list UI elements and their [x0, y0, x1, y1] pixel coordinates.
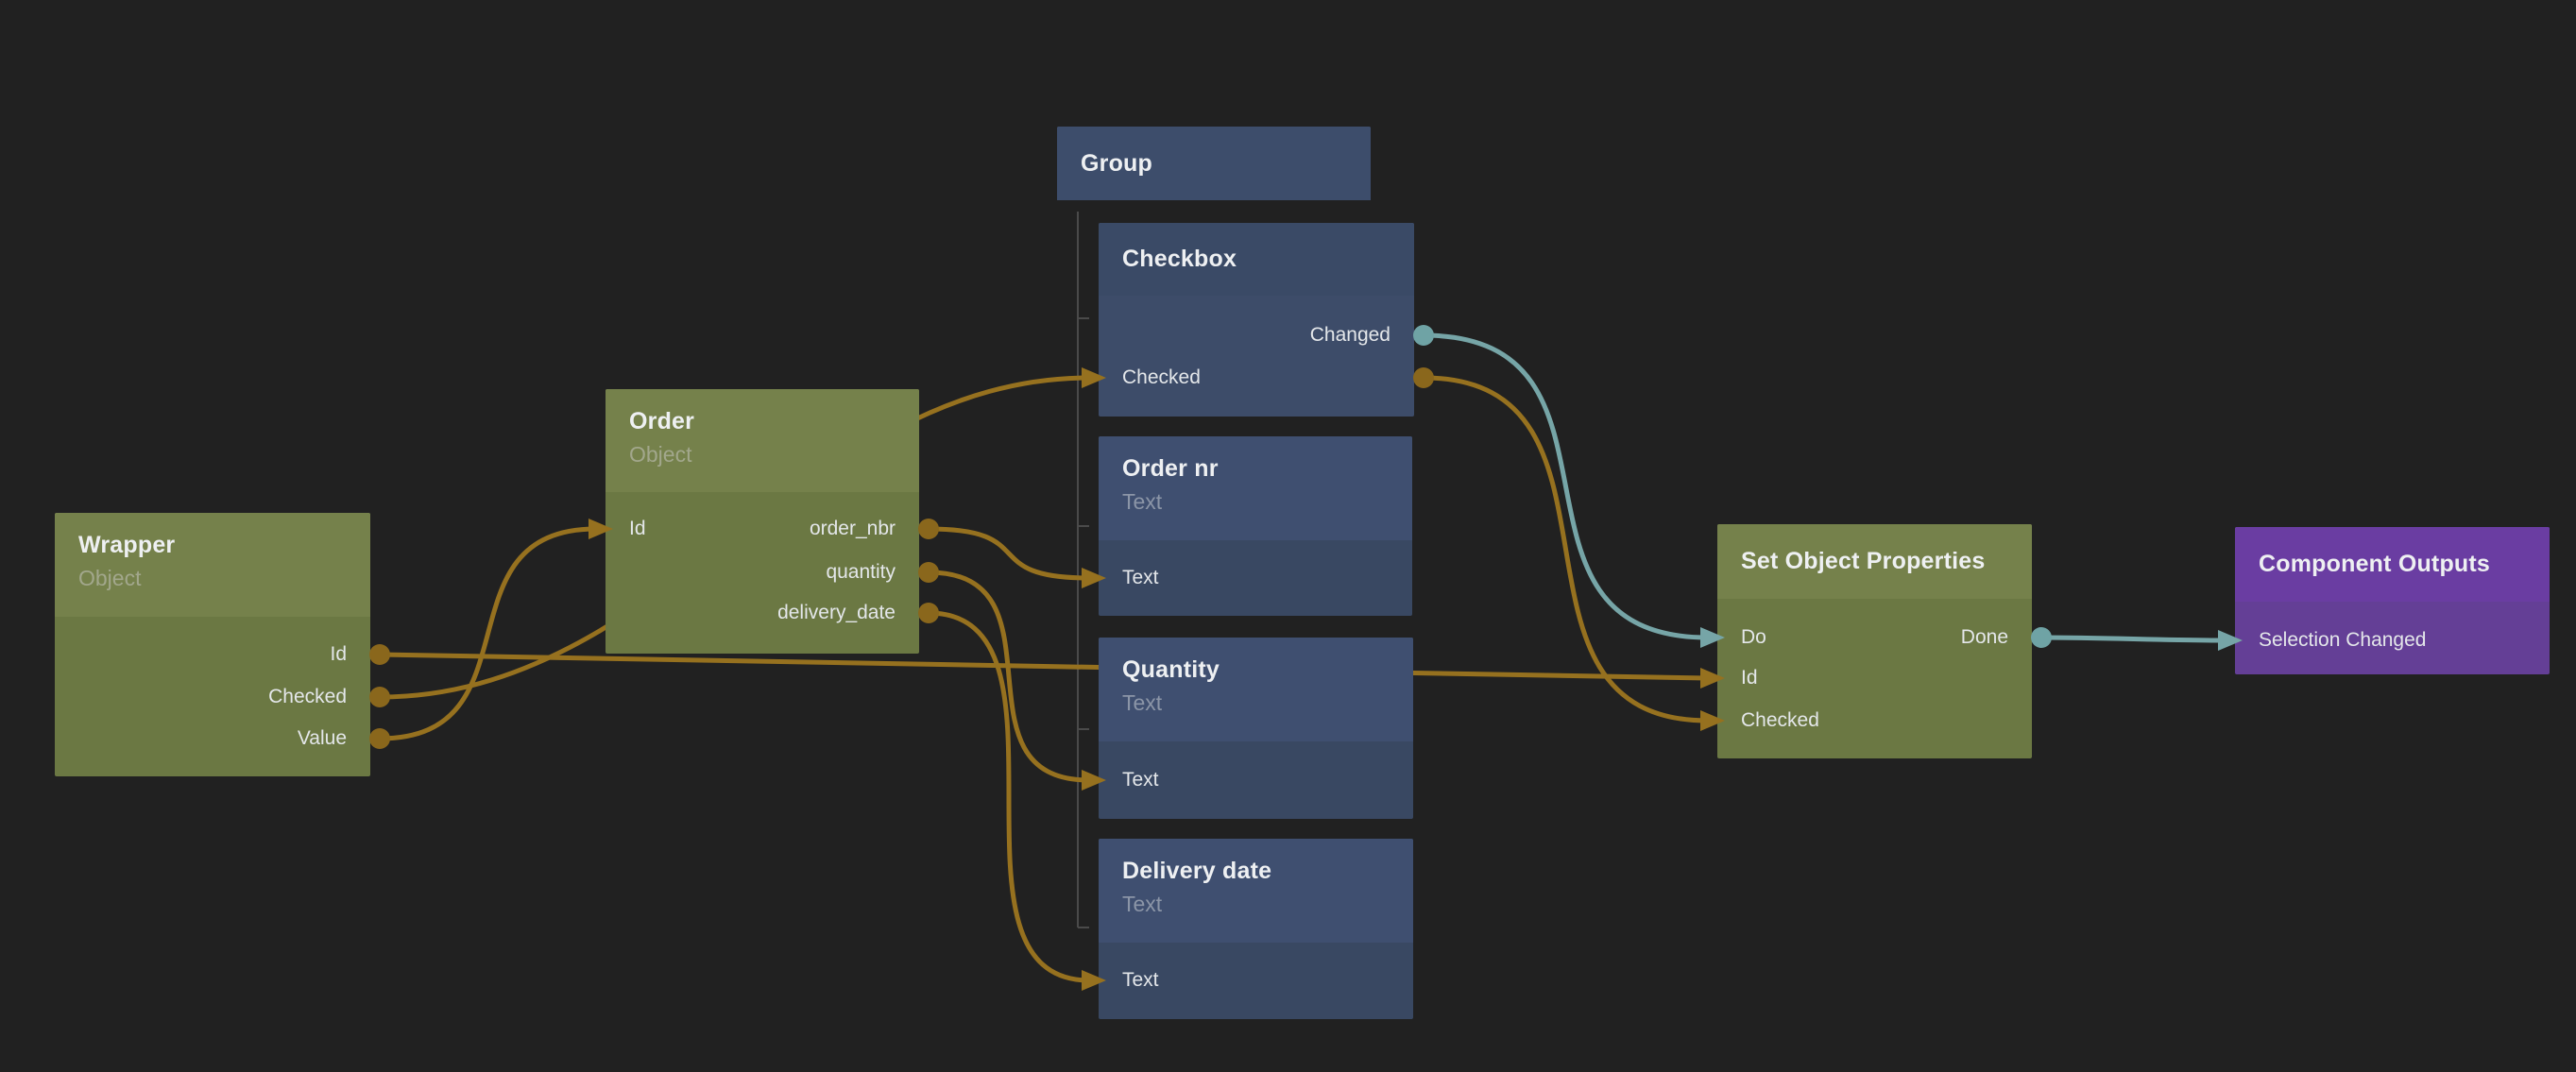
wire-checkbox-changed-to-set_object_properties-do[interactable]	[1421, 332, 1711, 640]
wire-order-order_nbr-to-order_nr-text_in[interactable]	[926, 526, 1092, 581]
wire-wrapper-value-to-order-id_in[interactable]	[377, 526, 599, 741]
port-checkbox-checked_in[interactable]: Checked	[1122, 366, 1201, 388]
port-delivery_date-text_in[interactable]: Text	[1122, 969, 1159, 991]
node-group[interactable]: Group	[1057, 127, 1371, 200]
wire-checkbox-checked_out-to-set_object_properties-checked_in[interactable]	[1421, 375, 1711, 723]
port-set_object_properties-do[interactable]: Do	[1741, 626, 1766, 648]
node-header: Order nr Text	[1099, 436, 1412, 540]
port-component_outputs-selection_changed[interactable]: Selection Changed	[2259, 629, 2427, 651]
node-title: Component Outputs	[2259, 551, 2491, 577]
wire-order-delivery_date-to-delivery_date-text_in[interactable]	[926, 610, 1092, 983]
port-wrapper-id[interactable]: Id	[330, 643, 347, 665]
port-set_object_properties-id_in[interactable]: Id	[1741, 667, 1758, 689]
port-order-order_nbr[interactable]: order_nbr	[809, 518, 896, 539]
node-title: Delivery date	[1122, 858, 1272, 884]
port-order-id_in[interactable]: Id	[629, 518, 646, 539]
node-subtitle: Object	[629, 442, 692, 467]
node-header: Group	[1057, 127, 1371, 200]
node-subtitle: Text	[1122, 690, 1163, 715]
node-title: Checkbox	[1122, 246, 1237, 272]
port-checkbox-changed[interactable]: Changed	[1309, 324, 1390, 346]
port-set_object_properties-done[interactable]: Done	[1960, 626, 2008, 648]
node-subtitle: Object	[78, 566, 142, 590]
wire-wrapper-id-to-set_object_properties-id_in[interactable]	[377, 652, 1711, 681]
port-set_object_properties-checked_in[interactable]: Checked	[1741, 709, 1819, 731]
group-children-tree-line	[1077, 212, 1089, 928]
node-title: Quantity	[1122, 656, 1220, 683]
node-title: Wrapper	[78, 532, 176, 558]
wire-order-quantity-to-quantity-text_in[interactable]	[926, 570, 1092, 783]
node-subtitle: Text	[1122, 892, 1163, 916]
port-order_nr-text_in[interactable]: Text	[1122, 567, 1159, 588]
port-wrapper-value[interactable]: Value	[297, 727, 347, 749]
port-wrapper-checked[interactable]: Checked	[268, 686, 347, 707]
port-order-delivery_date[interactable]: delivery_date	[777, 602, 896, 623]
node-title: Order	[629, 408, 695, 434]
node-title: Group	[1081, 149, 1152, 177]
wire-set_object_properties-done-to-component_outputs-selection_changed[interactable]	[2039, 635, 2228, 643]
node-title: Order nr	[1122, 455, 1219, 482]
port-quantity-text_in[interactable]: Text	[1122, 769, 1159, 791]
node-header: Component Outputs	[2235, 527, 2550, 602]
node-subtitle: Text	[1122, 489, 1163, 514]
node-title: Set Object Properties	[1741, 548, 1986, 574]
node-header: Set Object Properties	[1717, 524, 2032, 599]
port-order-quantity[interactable]: quantity	[826, 561, 896, 583]
node-header: Checkbox	[1099, 223, 1414, 296]
